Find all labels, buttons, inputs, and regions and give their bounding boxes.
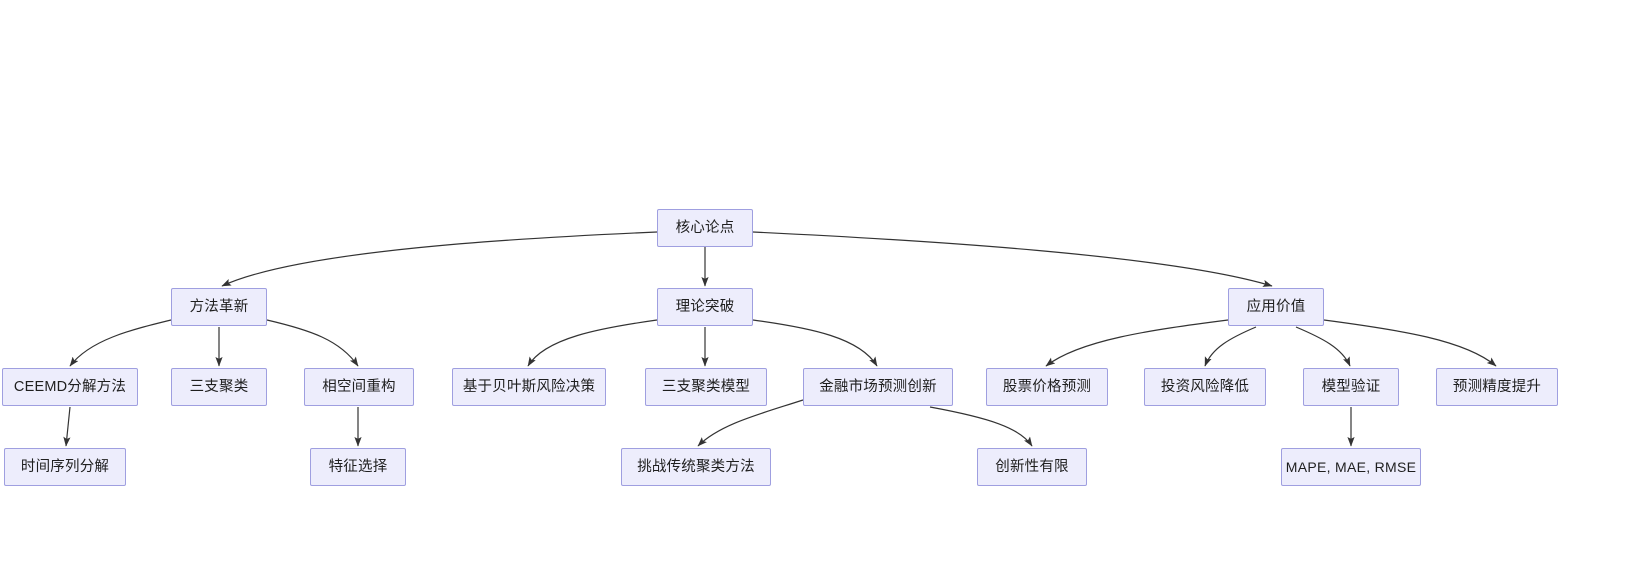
node-label-n331: MAPE, MAE, RMSE	[1285, 459, 1417, 475]
node-label-n1: 方法革新	[189, 298, 249, 315]
node-n331[interactable]: MAPE, MAE, RMSE	[1281, 448, 1421, 486]
node-n13[interactable]: 相空间重构	[304, 368, 414, 406]
node-label-n231: 挑战传统聚类方法	[637, 458, 755, 475]
edge-n3-to-n32	[1204, 326, 1257, 367]
node-label-n34: 预测精度提升	[1452, 378, 1542, 395]
edge-n23-to-n232	[929, 406, 1033, 447]
node-label-n22: 三支聚类模型	[661, 378, 751, 395]
node-n23[interactable]: 金融市场预测创新	[803, 368, 953, 406]
node-n232[interactable]: 创新性有限	[977, 448, 1087, 486]
node-n231[interactable]: 挑战传统聚类方法	[621, 448, 771, 486]
node-label-n12: 三支聚类	[189, 378, 249, 395]
node-label-n2: 理论突破	[675, 298, 735, 315]
node-label-n32: 投资风险降低	[1160, 378, 1250, 395]
edge-n2-to-n23	[752, 319, 878, 367]
node-label-n23: 金融市场预测创新	[819, 378, 937, 395]
node-label-n31: 股票价格预测	[1002, 378, 1092, 395]
node-label-n131: 特征选择	[328, 458, 388, 475]
node-n12[interactable]: 三支聚类	[171, 368, 267, 406]
edge-n23-to-n231	[697, 399, 804, 447]
edge-n3-to-n33	[1295, 326, 1351, 367]
node-n33[interactable]: 模型验证	[1303, 368, 1399, 406]
node-n1[interactable]: 方法革新	[171, 288, 267, 326]
node-label-n33: 模型验证	[1321, 378, 1381, 395]
edge-n1-to-n13	[266, 319, 359, 367]
edge-n3-to-n31	[1045, 319, 1229, 367]
node-n34[interactable]: 预测精度提升	[1436, 368, 1558, 406]
edge-root-to-n1	[221, 231, 658, 287]
edge-root-to-n3	[752, 231, 1273, 287]
node-label-n3: 应用价值	[1246, 298, 1306, 315]
edge-n3-to-n34	[1323, 319, 1497, 367]
node-label-n21: 基于贝叶斯风险决策	[462, 378, 596, 395]
edge-n2-to-n21	[527, 319, 658, 367]
node-label-n232: 创新性有限	[995, 458, 1069, 475]
node-n22[interactable]: 三支聚类模型	[645, 368, 767, 406]
node-label-n11: CEEMD分解方法	[13, 378, 127, 395]
node-label-n111: 时间序列分解	[20, 458, 110, 475]
node-n131[interactable]: 特征选择	[310, 448, 406, 486]
node-n3[interactable]: 应用价值	[1228, 288, 1324, 326]
edge-n1-to-n11	[69, 319, 172, 367]
node-label-n13: 相空间重构	[322, 378, 396, 395]
node-n11[interactable]: CEEMD分解方法	[2, 368, 138, 406]
edge-n11-to-n111	[63, 406, 71, 447]
node-n31[interactable]: 股票价格预测	[986, 368, 1108, 406]
node-n32[interactable]: 投资风险降低	[1144, 368, 1266, 406]
node-label-root: 核心论点	[675, 219, 735, 236]
node-n111[interactable]: 时间序列分解	[4, 448, 126, 486]
node-n2[interactable]: 理论突破	[657, 288, 753, 326]
node-root[interactable]: 核心论点	[657, 209, 753, 247]
node-n21[interactable]: 基于贝叶斯风险决策	[452, 368, 606, 406]
